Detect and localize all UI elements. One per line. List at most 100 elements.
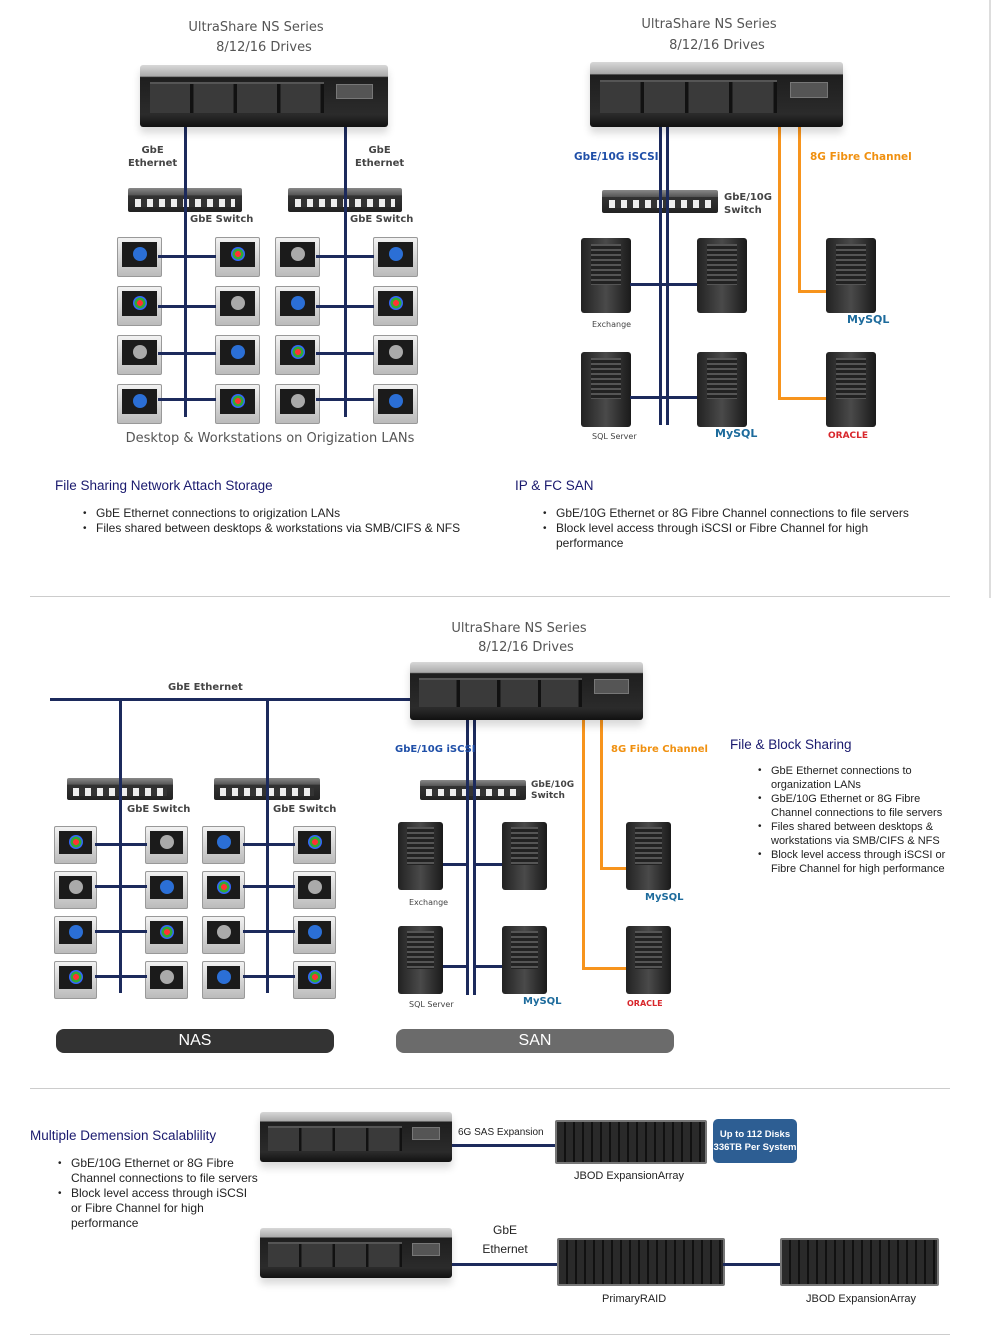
unified-san-switch-label: GbE/10G Switch (531, 780, 575, 801)
unified-bullet: Block level access through iSCSI or Fibr… (758, 848, 961, 876)
server-label-mysql-2: MySQL (847, 313, 890, 326)
unified-storage-rack (410, 662, 643, 720)
server-tower-icon (502, 822, 547, 890)
lan-line (158, 352, 216, 355)
mac-workstation-icon (145, 871, 188, 909)
sas-label: 6G SAS Expansion (458, 1127, 544, 1138)
windows-desktop-icon (54, 961, 97, 999)
windows-desktop-icon (54, 826, 97, 864)
server-tower-icon (626, 926, 671, 994)
san-bullet: GbE/10G Ethernet or 8G Fibre Channel con… (543, 506, 936, 521)
scalability-bullet: Block level access through iSCSI or Fibr… (58, 1186, 261, 1231)
san-bullets: GbE/10G Ethernet or 8G Fibre Channel con… (540, 506, 936, 551)
lan-line (158, 255, 216, 258)
nas-title: UltraShare NS Series (188, 20, 324, 35)
windows-desktop-icon (293, 826, 336, 864)
linux-desktop-icon (373, 335, 418, 375)
nas-caption: Desktop & Workstations on Origization LA… (125, 431, 415, 446)
san-iscsi-label: GbE/10G iSCSI (574, 151, 659, 163)
server-tower-icon (826, 238, 876, 313)
san-title: UltraShare NS Series (641, 17, 777, 32)
server-tower-icon (581, 352, 631, 427)
divider (30, 596, 950, 597)
jbod-array-1 (555, 1120, 707, 1164)
nas-bullet: Files shared between desktops & workstat… (83, 521, 516, 536)
linux-desktop-icon (117, 335, 162, 375)
san-fc-label: 8G Fibre Channel (810, 151, 912, 163)
nas-link-right-label: GbE Ethernet (355, 145, 405, 169)
linux-desktop-icon (275, 384, 320, 424)
windows-desktop-icon (373, 286, 418, 326)
unified-title: UltraShare NS Series (451, 621, 587, 636)
san-subtitle: 8/12/16 Drives (669, 38, 765, 53)
scalability-bullet: GbE/10G Ethernet or 8G Fibre Channel con… (58, 1156, 261, 1186)
fibre-line (600, 867, 626, 870)
server-tower-icon (581, 238, 631, 313)
server-link (443, 965, 467, 968)
lan-line (243, 843, 295, 846)
divider (30, 1334, 950, 1335)
server-link (630, 396, 666, 399)
fibre-line (778, 397, 826, 400)
iscsi-line (666, 127, 669, 425)
mac-workstation-icon (293, 916, 336, 954)
server-label-exchange: Exchange (592, 320, 632, 329)
ethernet-line (119, 698, 122, 993)
divider (30, 1088, 950, 1089)
iscsi-line (466, 720, 469, 995)
primary-label: PrimaryRAID (602, 1293, 667, 1305)
u-server-label-exchange: Exchange (409, 898, 449, 907)
scalability-bullets: GbE/10G Ethernet or 8G Fibre Channel con… (55, 1156, 261, 1231)
jbod-array-2 (780, 1238, 939, 1286)
scalability-heading: Multiple Demension Scalablility (30, 1128, 217, 1143)
ethernet-line (266, 698, 269, 993)
server-link (476, 863, 502, 866)
fibre-line (582, 967, 626, 970)
mac-workstation-icon (373, 384, 418, 424)
right-border (989, 0, 991, 598)
san-heading: IP & FC SAN (515, 478, 594, 493)
u-server-label-mysql-2: MySQL (645, 892, 684, 903)
unified-switch-label-1: GbE Switch (127, 804, 191, 815)
mac-workstation-icon (117, 237, 162, 277)
server-tower-icon (398, 822, 443, 890)
u-server-label-sqlserver: SQL Server (409, 1000, 454, 1009)
nas-link-left-label: GbE Ethernet (128, 145, 178, 169)
sas-link (452, 1144, 555, 1147)
mac-workstation-icon (215, 335, 260, 375)
linux-desktop-icon (275, 237, 320, 277)
san-tag: SAN (396, 1029, 674, 1053)
fibre-line (798, 127, 801, 292)
expansion-link (723, 1263, 780, 1266)
linux-desktop-icon (293, 871, 336, 909)
nas-heading: File Sharing Network Attach Storage (55, 478, 273, 493)
lan-line (243, 975, 295, 978)
mac-workstation-icon (202, 961, 245, 999)
unified-switch-label-2: GbE Switch (273, 804, 337, 815)
server-link (669, 396, 697, 399)
mac-workstation-icon (202, 826, 245, 864)
san-storage-rack (590, 62, 843, 127)
nas-subtitle: 8/12/16 Drives (216, 40, 312, 55)
linux-desktop-icon (145, 826, 188, 864)
mac-workstation-icon (54, 916, 97, 954)
windows-desktop-icon (215, 384, 260, 424)
nas-bullets: GbE Ethernet connections to origization … (80, 506, 516, 536)
unified-bullet: Files shared between desktops & workstat… (758, 820, 961, 848)
san-bullet: Block level access through iSCSI or Fibr… (543, 521, 936, 551)
fibre-line (778, 127, 781, 400)
u-server-label-oracle: ORACLE (627, 999, 663, 1008)
windows-desktop-icon (215, 237, 260, 277)
unified-bullet: GbE/10G Ethernet or 8G Fibre Channel con… (758, 792, 961, 820)
server-link (476, 965, 502, 968)
windows-desktop-icon (202, 871, 245, 909)
capacity-badge: Up to 112 Disks 336TB Per System (713, 1119, 797, 1163)
scale-storage-rack-2 (260, 1228, 452, 1278)
nas-switch-label-1: GbE Switch (190, 214, 254, 225)
ethernet-line (344, 127, 347, 417)
fibre-line (600, 720, 603, 870)
ethernet-label: GbE Ethernet (482, 1223, 528, 1256)
server-tower-icon (697, 238, 747, 313)
iscsi-line (659, 127, 662, 425)
mac-workstation-icon (117, 384, 162, 424)
